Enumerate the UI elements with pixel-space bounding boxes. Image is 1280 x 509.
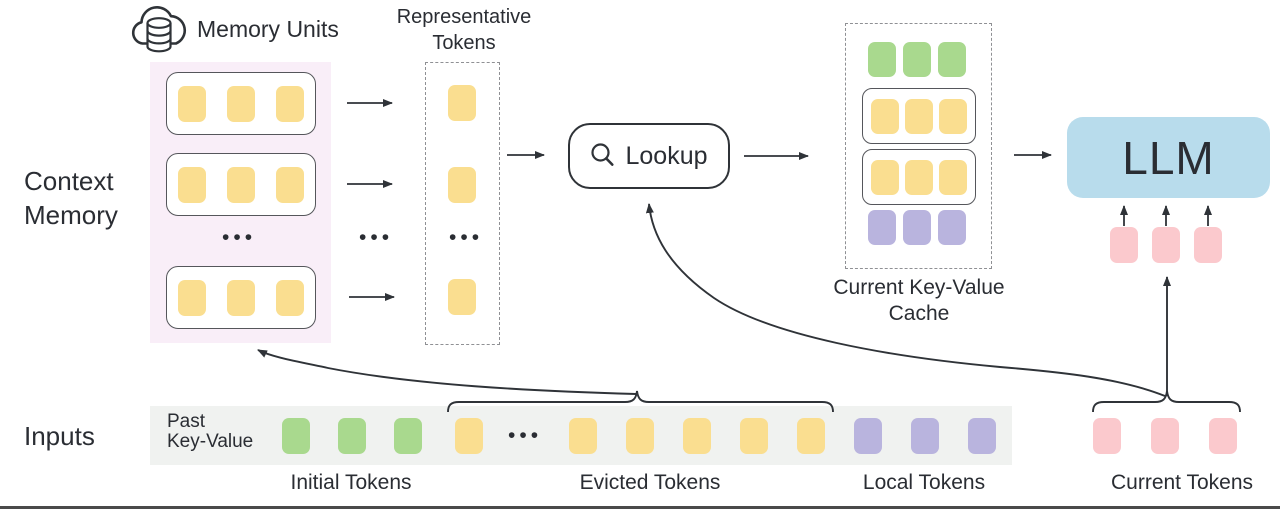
- representative-tokens-line1: Representative: [396, 6, 532, 28]
- green-token: [868, 42, 896, 77]
- yellow-token: [448, 167, 476, 203]
- purple-token: [903, 210, 931, 245]
- memory-to-representative-arrows: [347, 99, 395, 301]
- representative-tokens-line2: Tokens: [432, 32, 496, 54]
- evicted-tokens-label: Evicted Tokens: [579, 471, 721, 494]
- past-kv-line1: Past: [167, 411, 206, 432]
- purple-token: [911, 418, 939, 454]
- current-tokens-brace: [1092, 390, 1241, 413]
- yellow-token: [871, 159, 899, 195]
- yellow-token: [276, 166, 304, 203]
- llm-label: LLM: [1122, 131, 1215, 184]
- cache-memory-unit: [862, 149, 976, 205]
- evicted-tokens-group: [569, 418, 825, 454]
- yellow-token: [939, 98, 967, 134]
- memory-units-ellipsis: •••: [222, 226, 257, 249]
- evicted-token-first: [455, 418, 483, 454]
- representative-tokens-box: [425, 62, 500, 345]
- yellow-token: [683, 418, 711, 454]
- memory-cloud-database-icon: [131, 6, 186, 53]
- past-kv-line2: Key-Value: [167, 431, 254, 452]
- yellow-token: [227, 85, 255, 122]
- green-token: [903, 42, 931, 77]
- green-token: [394, 418, 422, 454]
- context-memory-label: Context Memory: [24, 164, 118, 232]
- memory-unit: [166, 266, 316, 329]
- cache-label-line2: Cache: [888, 302, 950, 325]
- representative-token: [448, 85, 476, 121]
- pink-token: [1093, 418, 1121, 454]
- pink-token: [1151, 418, 1179, 454]
- initial-tokens-label: Initial Tokens: [290, 471, 412, 494]
- yellow-token: [178, 279, 206, 316]
- cache-initial-tokens-row: [868, 42, 966, 77]
- search-icon: [591, 143, 615, 166]
- purple-token: [968, 418, 996, 454]
- pink-token: [1194, 227, 1222, 263]
- context-memory-line1: Context: [24, 166, 114, 196]
- current-into-llm-arrows: [1120, 205, 1212, 226]
- representative-ellipsis: •••: [449, 226, 484, 249]
- lookup-node: Lookup: [568, 123, 730, 189]
- llm-current-tokens: [1110, 227, 1222, 263]
- yellow-token: [276, 279, 304, 316]
- memory-units-label: Memory Units: [197, 16, 339, 42]
- yellow-token: [178, 166, 206, 203]
- pink-token: [1152, 227, 1180, 263]
- green-token: [338, 418, 366, 454]
- yellow-token: [227, 166, 255, 203]
- initial-tokens-group: [282, 418, 422, 454]
- arrows-ellipsis: •••: [359, 226, 394, 249]
- yellow-token: [905, 98, 933, 134]
- pink-token: [1209, 418, 1237, 454]
- local-tokens-group: [854, 418, 996, 454]
- inputs-ellipsis: •••: [508, 424, 543, 447]
- pink-token: [1110, 227, 1138, 263]
- yellow-token: [626, 418, 654, 454]
- green-token: [938, 42, 966, 77]
- green-token: [282, 418, 310, 454]
- yellow-token: [276, 85, 304, 122]
- yellow-token: [178, 85, 206, 122]
- purple-token: [938, 210, 966, 245]
- figure-bottom-rule: [0, 506, 1280, 509]
- evicted-to-memory-curve: [257, 349, 637, 395]
- cache-label-line1: Current Key-Value: [833, 276, 1005, 299]
- memory-unit: [166, 72, 316, 135]
- cache-local-tokens-row: [868, 210, 966, 245]
- yellow-token: [939, 159, 967, 195]
- yellow-token: [740, 418, 768, 454]
- lookup-label: Lookup: [625, 141, 708, 170]
- current-kv-cache-label: Current Key-Value Cache: [819, 275, 1019, 327]
- context-memory-line2: Memory: [24, 200, 118, 230]
- representative-tokens-label: Representative Tokens: [388, 4, 540, 56]
- yellow-token: [448, 85, 476, 121]
- representative-token: [448, 167, 476, 203]
- current-tokens-group: [1093, 418, 1237, 454]
- yellow-token: [797, 418, 825, 454]
- memory-unit: [166, 153, 316, 216]
- local-tokens-label: Local Tokens: [862, 471, 986, 494]
- yellow-token: [448, 279, 476, 315]
- cache-memory-unit: [862, 88, 976, 144]
- past-key-value-label: Past Key-Value: [167, 412, 253, 452]
- yellow-token: [455, 418, 483, 454]
- yellow-token: [227, 279, 255, 316]
- llm-node: LLM: [1067, 117, 1270, 198]
- inputs-label: Inputs: [24, 421, 95, 451]
- purple-token: [868, 210, 896, 245]
- purple-token: [854, 418, 882, 454]
- current-tokens-label: Current Tokens: [1110, 471, 1254, 494]
- yellow-token: [905, 159, 933, 195]
- representative-token: [448, 279, 476, 315]
- yellow-token: [871, 98, 899, 134]
- yellow-token: [569, 418, 597, 454]
